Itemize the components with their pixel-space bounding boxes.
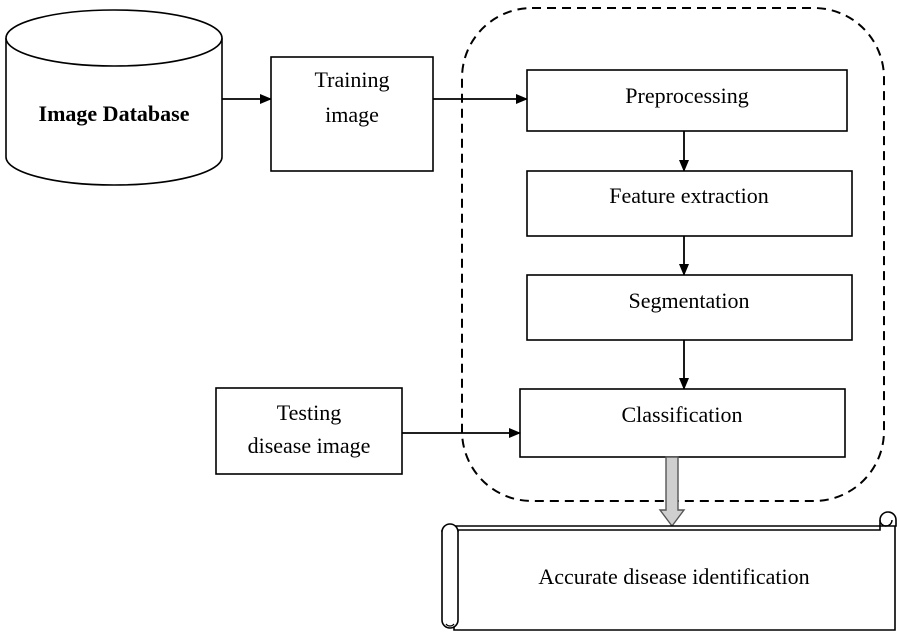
arrow-classification-to-result (658, 456, 686, 528)
classification-node: Classification (519, 388, 846, 458)
testing-image-label-line1: Testing (277, 400, 341, 425)
feature-extraction-label: Feature extraction (609, 183, 768, 208)
segmentation-node: Segmentation (526, 274, 853, 341)
training-image-node: Training image (270, 56, 434, 172)
classification-label: Classification (622, 402, 743, 427)
training-image-label-line1: Training (315, 67, 390, 92)
feature-extraction-node: Feature extraction (526, 170, 853, 237)
testing-image-node: Testing disease image (215, 387, 403, 475)
result-scroll-node: Accurate disease identification (441, 511, 897, 631)
result-label: Accurate disease identification (538, 564, 809, 589)
image-database-node: Image Database (5, 9, 223, 186)
preprocessing-node: Preprocessing (526, 69, 848, 132)
preprocessing-label: Preprocessing (625, 83, 748, 108)
testing-image-label-line2: disease image (248, 433, 371, 458)
training-image-label-line2: image (325, 102, 379, 127)
segmentation-label: Segmentation (629, 288, 750, 313)
image-database-label: Image Database (39, 101, 190, 126)
